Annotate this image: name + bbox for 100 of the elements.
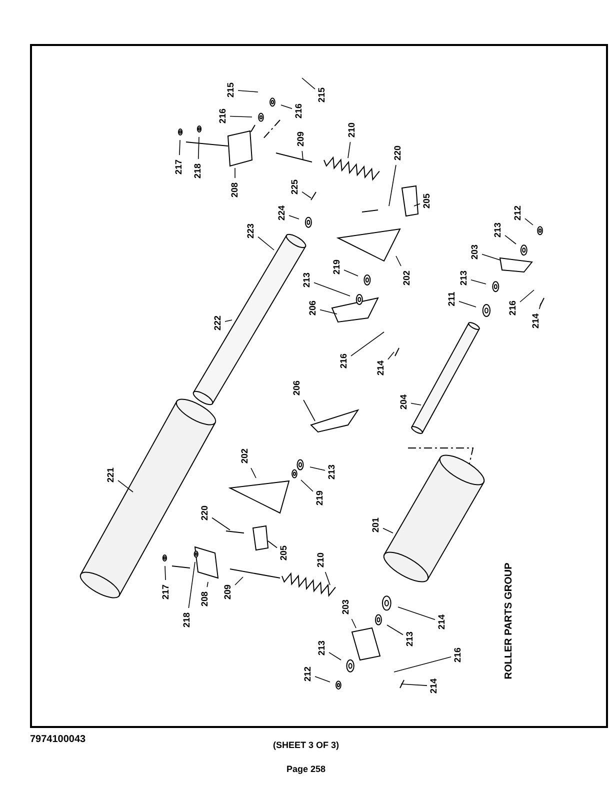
leader-line: [328, 652, 342, 660]
callout-number: 213: [406, 631, 414, 647]
leader-line: [234, 576, 244, 586]
leader-line: [179, 140, 180, 156]
callout-number: 218: [194, 163, 202, 179]
leader-line: [388, 164, 396, 206]
callout-number: 216: [340, 353, 348, 369]
leader-line: [280, 104, 292, 110]
leader-line: [520, 290, 534, 302]
callout-number: 210: [316, 552, 326, 568]
callout-number: 213: [494, 222, 502, 238]
callout-number: 202: [240, 448, 250, 464]
leader-line: [504, 235, 516, 244]
leader-line: [300, 480, 314, 492]
sheet-number: (SHEET 3 OF 3): [273, 740, 339, 750]
leader-line: [303, 400, 316, 422]
callout-number: 203: [470, 244, 480, 260]
leader-line: [310, 466, 326, 471]
leader-line: [230, 116, 252, 118]
leader-line: [288, 215, 300, 220]
callout-number: 225: [290, 179, 300, 195]
leader-line: [224, 320, 232, 322]
leader-line: [302, 78, 316, 90]
callout-number: 214: [430, 678, 438, 694]
leader-line: [212, 517, 230, 530]
callout-number: 216: [454, 647, 462, 663]
callout-number: 205: [422, 193, 432, 209]
callout-number: 212: [514, 205, 522, 221]
callout-number: 208: [200, 591, 210, 607]
callout-number: 214: [532, 313, 540, 329]
leader-line: [198, 136, 200, 160]
leader-line: [524, 218, 534, 226]
callout-number: 218: [182, 612, 192, 628]
callout-number: 203: [342, 599, 350, 615]
callout-number: 216: [218, 108, 228, 124]
callout-number: 201: [372, 517, 380, 533]
leader-line: [344, 270, 358, 276]
leader-line: [314, 282, 350, 296]
callout-number: 209: [224, 584, 232, 600]
callout-number: 216: [294, 103, 304, 119]
leader-line: [470, 280, 486, 284]
leader-line: [348, 142, 351, 158]
leader-line: [350, 332, 384, 356]
part-number: 7974100043: [30, 734, 86, 745]
leader-line: [268, 540, 278, 548]
leader-line: [458, 300, 476, 308]
page-number: Page 258: [286, 764, 326, 774]
leader-line: [396, 256, 402, 266]
callout-number: 202: [402, 270, 412, 286]
leader-line: [414, 203, 420, 206]
callout-number: 217: [162, 584, 170, 600]
callout-number: 224: [278, 205, 286, 221]
leader-line: [234, 168, 236, 178]
callout-number: 222: [214, 315, 222, 331]
callout-number: 216: [508, 300, 518, 316]
callout-number: 213: [302, 272, 312, 288]
leader-line: [258, 236, 274, 250]
callout-number: 213: [318, 640, 326, 656]
callout-number: 217: [174, 159, 184, 175]
leader-line: [386, 624, 404, 636]
callout-number: 211: [448, 292, 456, 306]
callout-number: 212: [304, 666, 312, 682]
callout-number: 206: [292, 380, 302, 396]
leader-line: [164, 566, 166, 580]
callout-number: 220: [394, 145, 402, 161]
leader-line: [324, 572, 330, 586]
callout-number: 223: [246, 223, 256, 239]
callout-number: 214: [376, 360, 386, 376]
leader-line: [188, 562, 196, 608]
leader-line: [118, 480, 134, 492]
callout-number: 213: [328, 464, 336, 480]
leader-line: [482, 254, 500, 260]
callout-number: 221: [106, 467, 116, 483]
callout-number: 214: [438, 614, 446, 630]
leader-line: [410, 402, 422, 406]
leader-line: [206, 582, 208, 588]
leader-line: [302, 191, 312, 198]
leader-line: [382, 528, 394, 534]
callout-number: 219: [316, 490, 324, 506]
callout-number: 219: [332, 259, 342, 275]
leader-line: [238, 90, 258, 92]
callout-number: 215: [226, 82, 236, 98]
leader-line: [314, 676, 330, 682]
leader-line: [302, 150, 304, 160]
callout-number: 210: [348, 122, 356, 138]
callout-number: 220: [200, 505, 210, 521]
callout-number: 208: [230, 182, 240, 198]
callout-number: 209: [296, 131, 306, 147]
leader-line: [394, 656, 452, 672]
leader-line: [250, 468, 256, 478]
group-title: ROLLER PARTS GROUP: [504, 562, 514, 680]
callout-number: 213: [460, 270, 468, 286]
callout-number: 204: [400, 394, 408, 410]
leader-line: [388, 352, 394, 360]
leader-line: [398, 606, 436, 620]
leader-line: [351, 618, 356, 628]
leader-line: [320, 309, 338, 314]
leader-line: [400, 684, 428, 686]
leader-line: [538, 302, 542, 310]
callout-number: 215: [318, 87, 326, 103]
